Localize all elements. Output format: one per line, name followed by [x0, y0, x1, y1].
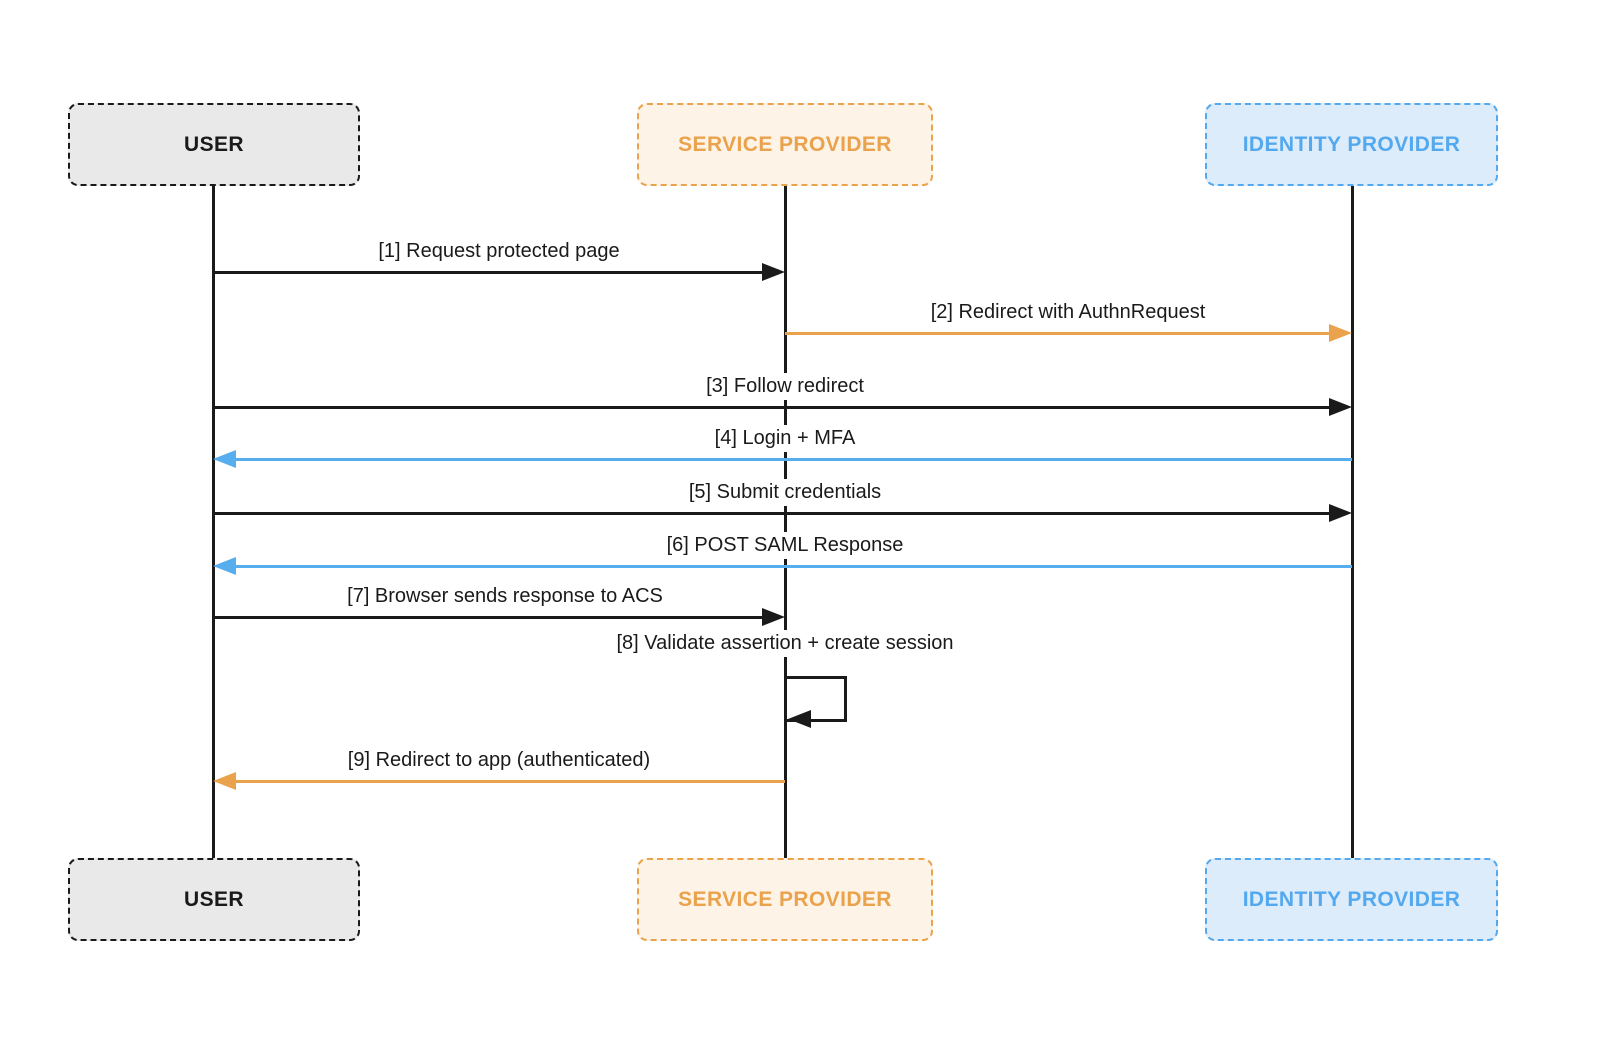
message-7-line [213, 615, 765, 619]
message-4-arrowhead-icon [213, 450, 236, 468]
message-4-line [233, 457, 1352, 461]
message-5-line [213, 511, 1332, 515]
message-2-label: [2] Redirect with AuthnRequest [920, 299, 1216, 326]
message-6-arrowhead-icon [213, 557, 236, 575]
message-5-label: [5] Submit credentials [678, 479, 892, 506]
message-4-label: [4] Login + MFA [704, 425, 866, 452]
message-1-arrowhead-icon [762, 263, 785, 281]
actor-box-identity-provider-top: IDENTITY PROVIDER [1205, 103, 1498, 186]
message-6-line [233, 564, 1352, 568]
message-3-arrowhead-icon [1329, 398, 1352, 416]
lifeline-service-provider [783, 186, 787, 858]
message-7-arrowhead-icon [762, 608, 785, 626]
message-3-label: [3] Follow redirect [696, 373, 874, 400]
lifeline-user [211, 186, 215, 858]
actor-label-user-bottom: USER [184, 887, 244, 911]
actor-box-service-provider-bottom: SERVICE PROVIDER [637, 858, 933, 941]
actor-label-user-top: USER [184, 132, 244, 156]
message-6-label: [6] POST SAML Response [656, 532, 914, 559]
actor-box-service-provider-top: SERVICE PROVIDER [637, 103, 933, 186]
actor-label-service-provider-bottom: SERVICE PROVIDER [678, 887, 892, 911]
message-3-line [213, 405, 1332, 409]
actor-label-service-provider-top: SERVICE PROVIDER [678, 132, 892, 156]
message-2-line [785, 331, 1332, 335]
actor-label-identity-provider-bottom: IDENTITY PROVIDER [1242, 887, 1461, 911]
message-8-label: [8] Validate assertion + create session [606, 630, 964, 657]
message-1-line [213, 270, 765, 274]
actor-box-identity-provider-bottom: IDENTITY PROVIDER [1205, 858, 1498, 941]
actor-label-identity-provider-top: IDENTITY PROVIDER [1242, 132, 1461, 156]
message-9-line [233, 779, 785, 783]
actor-box-user-top: USER [68, 103, 360, 186]
message-7-label: [7] Browser sends response to ACS [337, 583, 673, 610]
message-9-label: [9] Redirect to app (authenticated) [337, 747, 661, 774]
message-8-self-loop [785, 676, 847, 722]
message-2-arrowhead-icon [1329, 324, 1352, 342]
actor-box-user-bottom: USER [68, 858, 360, 941]
message-5-arrowhead-icon [1329, 504, 1352, 522]
message-9-arrowhead-icon [213, 772, 236, 790]
message-1-label: [1] Request protected page [368, 238, 630, 265]
lifeline-identity-provider [1350, 186, 1354, 858]
message-8-arrowhead-icon [788, 710, 811, 728]
